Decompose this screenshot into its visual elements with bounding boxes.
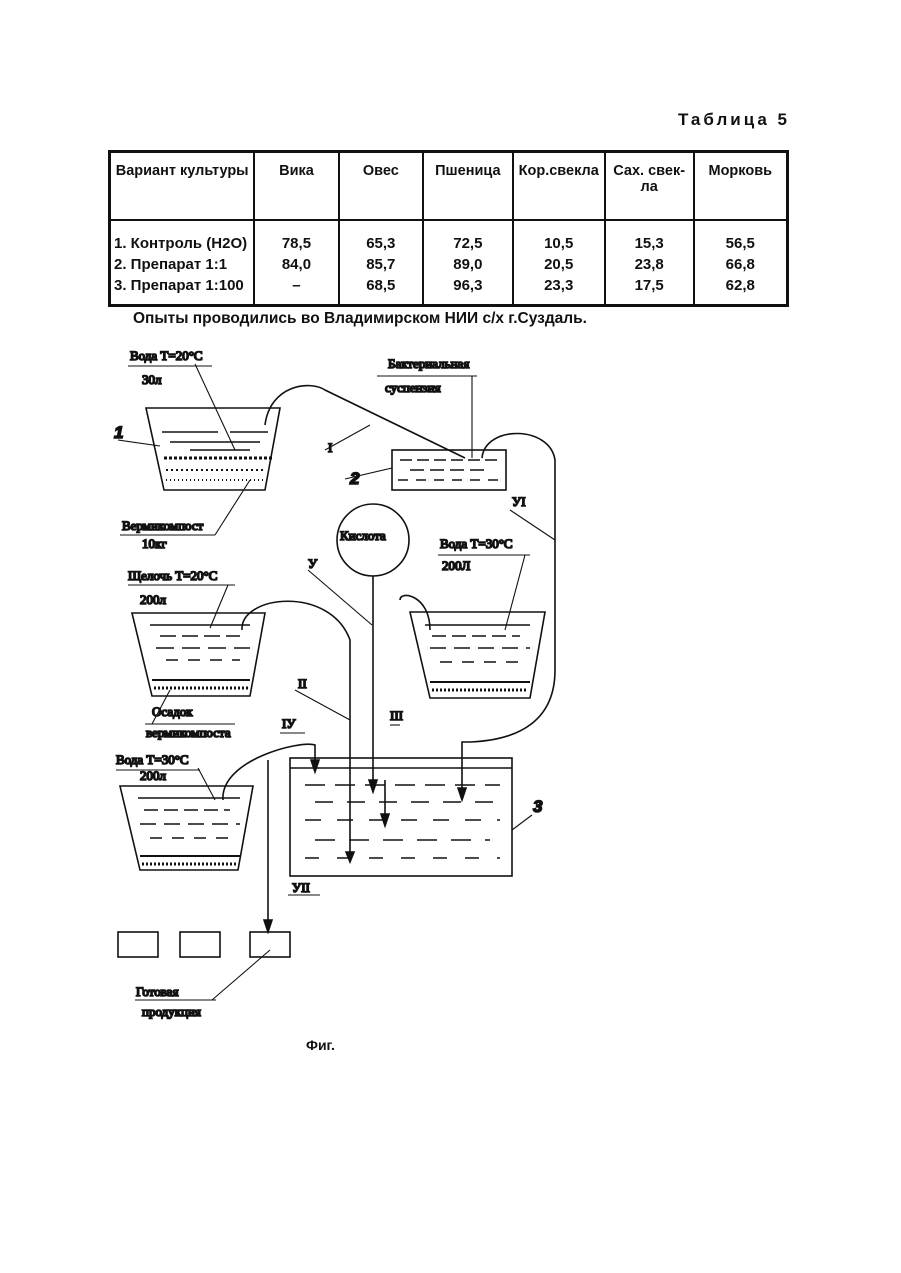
product-box: [250, 932, 290, 957]
cell: 56,5: [694, 220, 788, 254]
header-oves: Овес: [339, 152, 423, 221]
cell: 72,5: [423, 220, 513, 254]
label-water-2: Вода Т=30°С: [440, 536, 513, 551]
label-acid: Кислота: [340, 528, 386, 543]
label-numeral-3: 3: [533, 797, 543, 816]
table-caption: Таблица 5: [560, 110, 790, 130]
cell: 3. Препарат 1:100: [110, 275, 255, 306]
header-vika: Вика: [254, 152, 338, 221]
label-volume-200a: 200л: [140, 592, 167, 607]
table-row: 3. Препарат 1:100 – 68,5 96,3 23,3 17,5 …: [110, 275, 788, 306]
cell: –: [254, 275, 338, 306]
label-numeral-2: 2: [349, 469, 360, 488]
header-variant: Вариант культуры: [110, 152, 255, 221]
product-box: [180, 932, 220, 957]
line-label-IV: IУ: [282, 716, 296, 731]
line-label-VI: УI: [512, 494, 526, 509]
label-ready-2: продукция: [142, 1004, 201, 1019]
label-bacterial-1: Бактериальная: [388, 356, 469, 371]
tank-2: [392, 450, 506, 490]
table-header-row: Вариант культуры Вика Овес Пшеница Кор.с…: [110, 152, 788, 221]
tank-3: [290, 758, 512, 876]
cell: 78,5: [254, 220, 338, 254]
cell: 84,0: [254, 254, 338, 275]
header-sugar-beet: Сах. свек- ла: [605, 152, 694, 221]
label-water-1: Вода Т=20°С: [130, 348, 203, 363]
process-diagram: Вода Т=20°С 30л Бактериальная суспензия …: [100, 340, 570, 1040]
line-label-I: I: [328, 440, 332, 455]
line-label-V: У: [308, 556, 318, 571]
label-ready-1: Готовая: [136, 984, 178, 999]
header-fodder-beet: Кор.свекла: [513, 152, 605, 221]
label-numeral-1: 1: [114, 423, 123, 442]
line-label-VII: УII: [292, 880, 310, 895]
cell: 85,7: [339, 254, 423, 275]
label-alkali: Щелочь Т=20°С: [128, 568, 217, 583]
cell: 62,8: [694, 275, 788, 306]
label-sediment-2: вермикомпоста: [146, 725, 231, 740]
line-label-II: II: [298, 676, 307, 691]
label-vermicompost-2: 10кг: [142, 536, 167, 551]
label-water-3: Вода Т=30°С: [116, 752, 189, 767]
label-bacterial-2: суспензия: [385, 380, 441, 395]
tank-water-left: [120, 786, 253, 870]
cell: 2. Препарат 1:1: [110, 254, 255, 275]
cell: 15,3: [605, 220, 694, 254]
cell: 17,5: [605, 275, 694, 306]
label-volume-30: 30л: [142, 372, 162, 387]
label-vermicompost-1: Вермикомпост: [122, 518, 204, 533]
header-wheat: Пшеница: [423, 152, 513, 221]
tank-alkali: [132, 613, 265, 696]
cell: 96,3: [423, 275, 513, 306]
tank-1: [146, 408, 280, 490]
figure-caption: Фиг.: [306, 1037, 335, 1053]
cell: 65,3: [339, 220, 423, 254]
table-row: 1. Контроль (Н2О) 78,5 65,3 72,5 10,5 15…: [110, 220, 788, 254]
label-sediment-1: Осадок: [152, 704, 193, 719]
data-table: Вариант культуры Вика Овес Пшеница Кор.с…: [108, 150, 789, 307]
line-label-III: III: [390, 708, 403, 723]
cell: 89,0: [423, 254, 513, 275]
label-volume-200c: 200л: [140, 768, 167, 783]
header-carrot: Морковь: [694, 152, 788, 221]
cell: 20,5: [513, 254, 605, 275]
cell: 68,5: [339, 275, 423, 306]
product-box: [118, 932, 158, 957]
label-volume-200b: 200Л: [442, 558, 471, 573]
experiment-note: Опыты проводились во Владимирском НИИ с/…: [133, 310, 587, 328]
cell: 23,3: [513, 275, 605, 306]
cell: 66,8: [694, 254, 788, 275]
cell: 23,8: [605, 254, 694, 275]
cell: 10,5: [513, 220, 605, 254]
table-row: 2. Препарат 1:1 84,0 85,7 89,0 20,5 23,8…: [110, 254, 788, 275]
pipes: [223, 386, 555, 928]
cell: 1. Контроль (Н2О): [110, 220, 255, 254]
